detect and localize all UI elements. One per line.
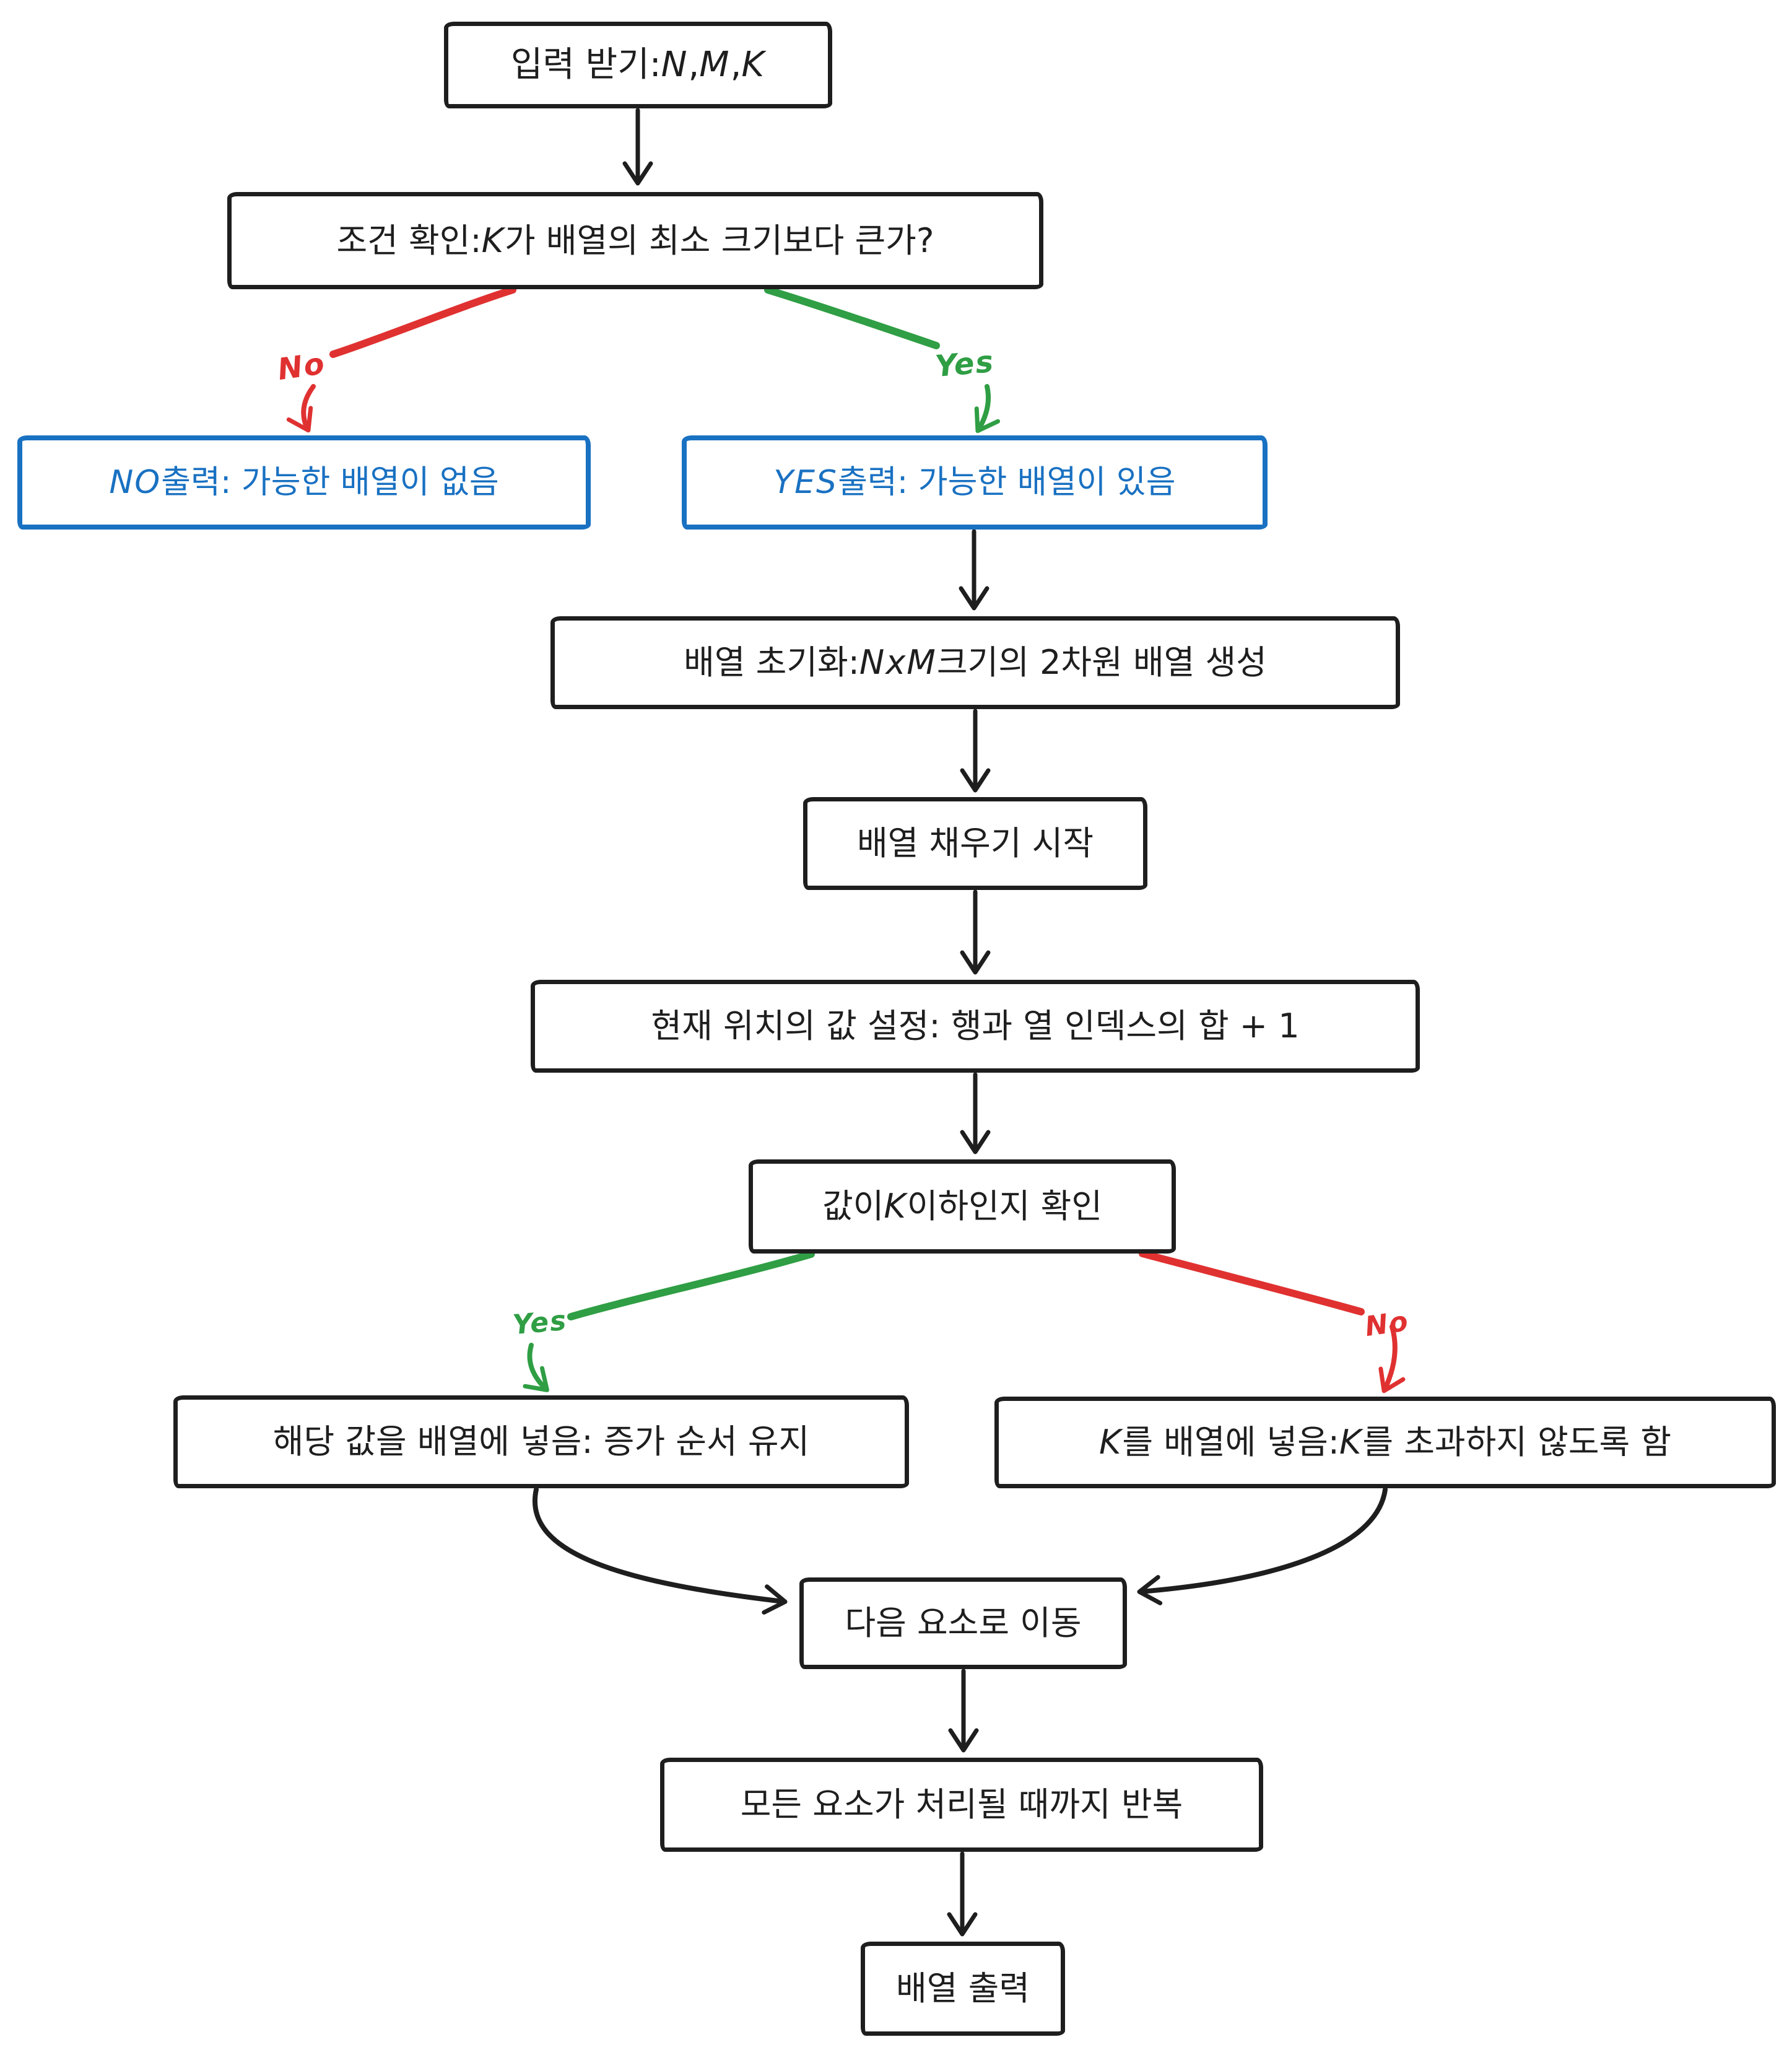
edge-label-no-top: No [275, 346, 328, 388]
node-no-output: NO 출력: 가능한 배열이 없음 [17, 435, 591, 530]
node-next-element: 다음 요소로 이동 [799, 1577, 1127, 1669]
edge-check-no-line [1139, 1250, 1365, 1315]
edge-check-yes-arrow [523, 1343, 549, 1392]
node-array-output: 배열 출력 [861, 1942, 1065, 2036]
node-value-check: 값이 K 이하인지 확인 [749, 1159, 1176, 1254]
edge-condition-no-arrow [286, 384, 316, 433]
node-input: 입력 받기: N, M, K [444, 22, 832, 108]
edge-capvalue-to-next [1137, 1487, 1388, 1605]
edge-condition-yes-arrow [974, 384, 1001, 434]
node-keep-value: 해당 값을 배열에 넣음: 증가 순서 유지 [173, 1395, 909, 1488]
edge-condition-no-line [329, 286, 516, 358]
edge-keepvalue-to-next [533, 1487, 788, 1615]
node-set-value: 현재 위치의 값 설정: 행과 열 인덱스의 합 + 1 [531, 980, 1420, 1073]
edge-label-yes-top: Yes [933, 344, 996, 385]
node-yes-output: YES 출력: 가능한 배열이 있음 [682, 435, 1268, 530]
edge-label-yes-bottom: Yes [511, 1304, 569, 1341]
edge-check-yes-line [567, 1250, 815, 1320]
node-fill-start: 배열 채우기 시작 [803, 797, 1147, 890]
edge-check-no-arrow [1378, 1324, 1406, 1394]
node-array-init: 배열 초기화: N x M 크기의 2차원 배열 생성 [550, 616, 1400, 709]
node-repeat-until-done: 모든 요소가 처리될 때까지 반복 [660, 1758, 1263, 1852]
edge-label-no-bottom: No [1363, 1305, 1411, 1343]
edge-condition-yes-line [764, 286, 940, 349]
